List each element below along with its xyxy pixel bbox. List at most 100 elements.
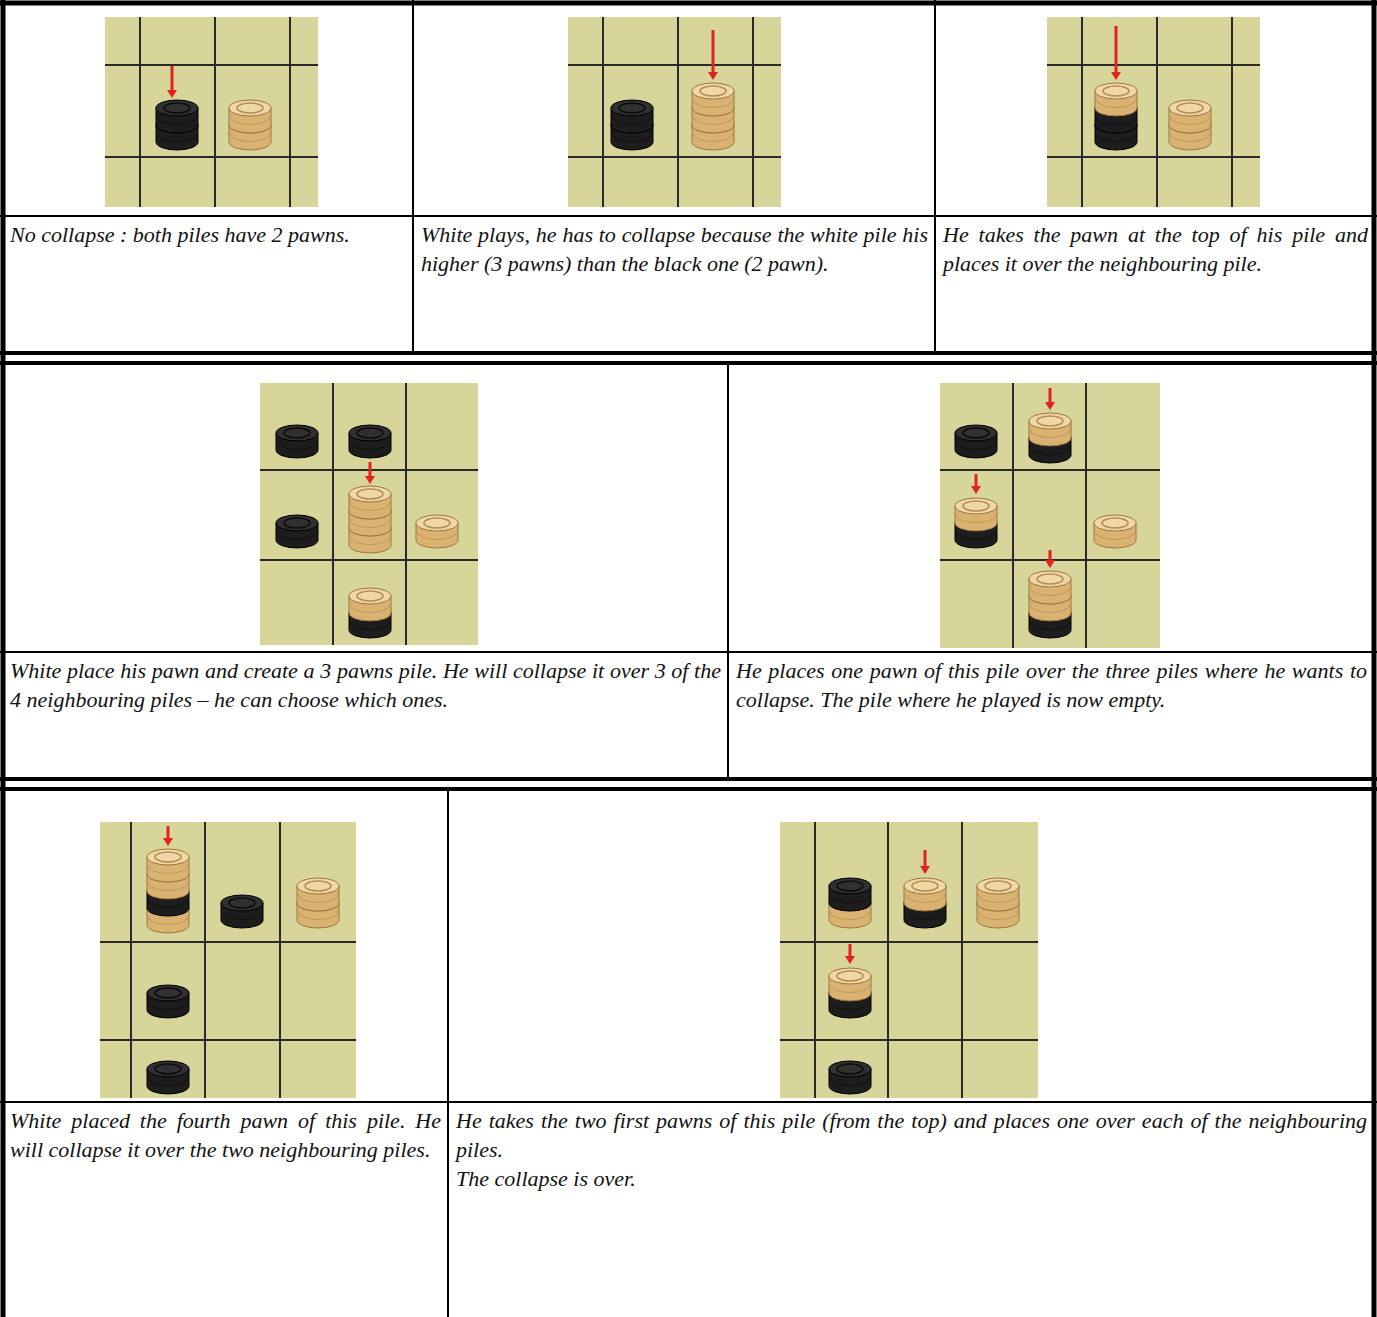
pawn-groove (1030, 605, 1070, 613)
grid-line (780, 941, 1038, 943)
pawn-ring (1177, 103, 1203, 113)
game-board (105, 17, 318, 207)
pawn-ring (305, 881, 331, 891)
caption-text: No collapse : both piles have 2 pawns. (10, 220, 406, 249)
row-divider (0, 787, 1377, 791)
caption-text: The collapse is over. (456, 1164, 1367, 1193)
pointer-arrow (975, 474, 978, 487)
caption-text: White place his pawn and create a 3 pawn… (10, 656, 721, 714)
grid-line (405, 383, 407, 645)
pawn-groove (1030, 588, 1070, 596)
pawn-ring (357, 591, 383, 601)
pawn-groove (350, 537, 390, 545)
grid-line (1231, 17, 1233, 207)
grid-line (887, 822, 889, 1098)
pawn-top (229, 100, 271, 116)
pointer-arrow (924, 850, 927, 867)
pawn-top (276, 425, 318, 441)
caption-cell: White place his pawn and create a 3 pawn… (10, 656, 721, 714)
pawn-top (349, 425, 391, 441)
caption-text: He takes the two first pawns of this pil… (456, 1106, 1367, 1164)
grid-line (1156, 17, 1158, 207)
grid-line (289, 17, 291, 207)
pawn-groove (298, 895, 338, 903)
grid-line (105, 64, 318, 66)
pawn-ring (357, 489, 383, 499)
pointer-arrow (712, 30, 715, 73)
pawn-ring (164, 103, 190, 113)
board-ground (940, 383, 1160, 648)
caption-cell: He takes the pawn at the top of his pile… (943, 220, 1368, 278)
pawn-groove (1095, 532, 1135, 540)
pawn-groove (1030, 430, 1070, 438)
board-grid (568, 17, 781, 207)
pawn-groove (148, 882, 188, 890)
pawn-groove (230, 117, 270, 125)
cell-divider (727, 363, 729, 779)
pawn-top (611, 100, 653, 116)
pawn-groove (956, 532, 996, 540)
pawn-top (416, 515, 458, 531)
pawn-top (692, 83, 734, 99)
grid-line (214, 17, 216, 207)
pointer-arrow-head (708, 72, 718, 80)
board-grid (780, 822, 1038, 1098)
pointer-arrow (849, 944, 852, 957)
grid-line (1047, 64, 1260, 66)
pointer-arrow (1049, 388, 1052, 403)
pawn-top (147, 849, 189, 865)
pawn-top (829, 1061, 871, 1077)
pointer-arrow (369, 462, 372, 477)
caption-cell: White plays, he has to collapse because … (421, 220, 928, 278)
pawn-ring (155, 1064, 181, 1074)
pawn-ring (424, 518, 450, 528)
pawn-groove (350, 442, 390, 450)
pointer-arrow-head (163, 838, 173, 846)
pawn-groove (350, 622, 390, 630)
pawn-top (904, 878, 946, 894)
pawn-top (829, 968, 871, 984)
grid-line (568, 64, 781, 66)
pawn-top (1169, 100, 1211, 116)
cell-divider (0, 651, 1377, 653)
row-divider (0, 361, 1377, 365)
pawn-ring (1037, 416, 1063, 426)
pawn-groove (830, 895, 870, 903)
cell-divider (412, 0, 414, 353)
pawn-ring (284, 518, 310, 528)
pawn-groove (693, 134, 733, 142)
pawn-ring (1102, 518, 1128, 528)
pawn-groove (148, 916, 188, 924)
pawn-ring (1103, 86, 1129, 96)
caption-cell: He takes the two first pawns of this pil… (456, 1106, 1367, 1193)
pawn-top (156, 100, 198, 116)
pawn-groove (956, 442, 996, 450)
board-ground (100, 822, 356, 1098)
pawn-groove (830, 1078, 870, 1086)
pawn-groove (693, 117, 733, 125)
game-board (260, 383, 478, 645)
pawn-groove (157, 134, 197, 142)
board-grid (260, 383, 478, 645)
pawn-groove (277, 442, 317, 450)
grid-line (940, 469, 1160, 471)
caption-text: White placed the fourth pawn of this pil… (10, 1106, 441, 1164)
grid-line (100, 1039, 356, 1041)
pawn-groove (830, 985, 870, 993)
row-divider (0, 351, 1377, 355)
pawn-groove (298, 912, 338, 920)
pawn-groove (350, 520, 390, 528)
pointer-arrow (1115, 26, 1118, 73)
pawn-ring (229, 898, 255, 908)
grid-line (1081, 17, 1083, 207)
pawn-groove (350, 503, 390, 511)
pawn-top (147, 985, 189, 1001)
grid-line (961, 822, 963, 1098)
grid-line (105, 156, 318, 158)
grid-line (1012, 383, 1014, 648)
pawn-ring (837, 881, 863, 891)
grid-line (752, 17, 754, 207)
pawn-groove (350, 605, 390, 613)
pawn-groove (1030, 622, 1070, 630)
game-board (780, 822, 1038, 1098)
